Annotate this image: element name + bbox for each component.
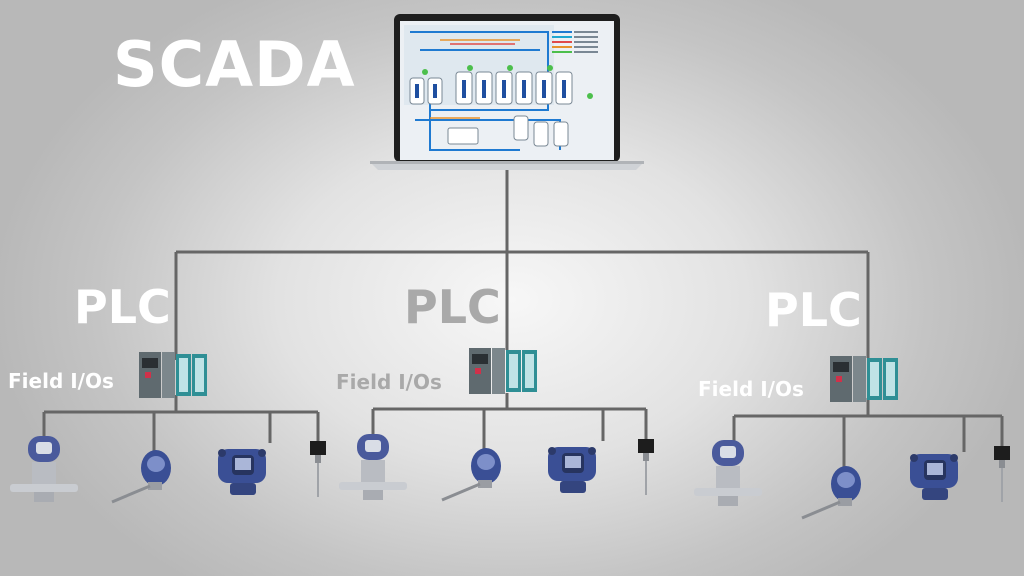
probe-sensor-icon — [310, 441, 326, 497]
field-io-label-1: Field I/Os — [8, 369, 114, 393]
probe-sensor-icon — [994, 446, 1010, 502]
field-io-label-3: Field I/Os — [698, 377, 804, 401]
probe-sensor-icon — [638, 439, 654, 495]
temperature-sensor-icon — [441, 448, 501, 502]
field-io-label-2: Field I/Os — [336, 370, 442, 394]
plc-label-1: PLC — [74, 280, 171, 334]
temperature-sensor-icon — [111, 450, 171, 504]
pressure-transmitter-icon — [10, 436, 78, 502]
plc-label-2: PLC — [404, 280, 501, 334]
pressure-transmitter-icon — [339, 434, 407, 500]
network-lines — [42, 165, 1004, 474]
scada-title: SCADA — [113, 28, 356, 101]
plc-rack-icon — [830, 356, 898, 402]
plc-label-3: PLC — [765, 283, 862, 337]
plc-rack-icon — [139, 352, 207, 398]
plc-rack-icon — [469, 348, 537, 394]
transmitter-icon — [548, 447, 596, 493]
temperature-sensor-icon — [801, 466, 861, 520]
scada-hmi-screen — [404, 25, 598, 151]
laptop-icon — [370, 14, 644, 170]
transmitter-icon — [910, 454, 958, 500]
transmitter-icon — [218, 449, 266, 495]
pressure-transmitter-icon — [694, 440, 762, 506]
